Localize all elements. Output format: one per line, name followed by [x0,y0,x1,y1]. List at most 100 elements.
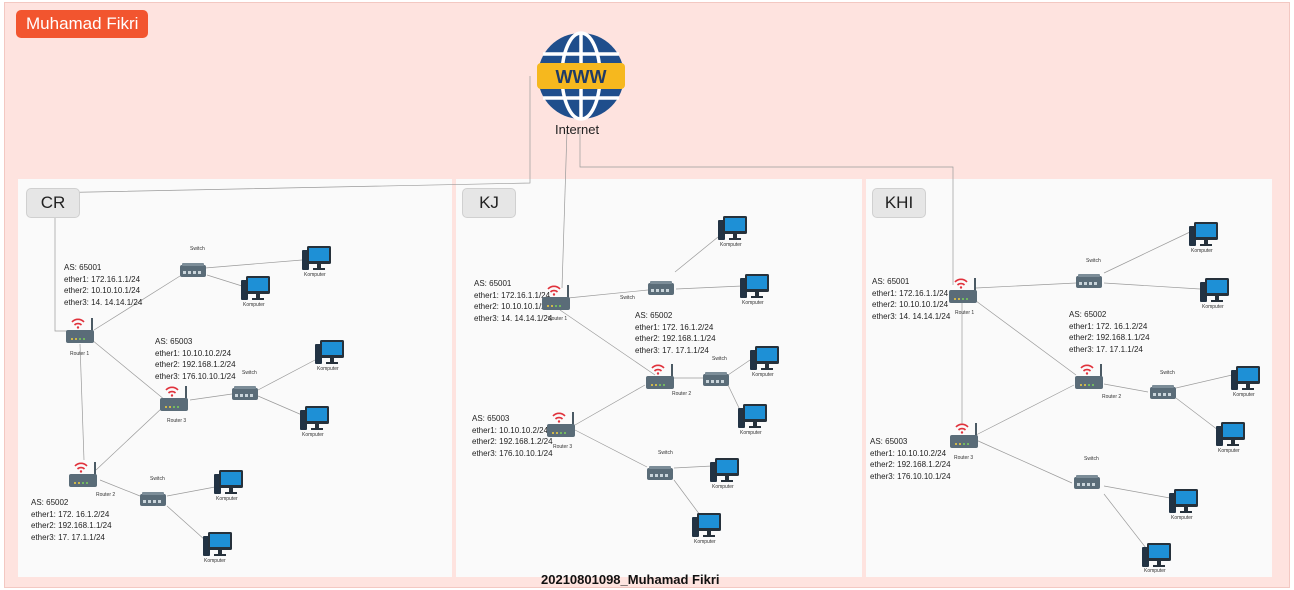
ether3: ether3: 176.10.10.1/24 [155,371,236,381]
kj-router2-icon [646,364,674,389]
kj-pc6-icon [692,513,721,537]
cr-switch1-label: Switch [190,246,205,252]
ether1: ether1: 172. 16.1.2/24 [635,322,714,332]
khi-pc2-label: Komputer [1202,304,1224,310]
kj-pc4-label: Komputer [740,430,762,436]
as-number: AS: 65001 [64,263,102,272]
khi-router2-label: Router 2 [1102,394,1122,400]
cr-pc3-label: Komputer [317,366,339,372]
internet-label: Internet [555,122,600,137]
cr-router3-icon [160,386,188,411]
khi-pc2-icon [1200,278,1229,302]
khi-switch2-label: Switch [1160,370,1175,376]
khi-pc6-icon [1142,543,1171,567]
khi-pc1-icon [1189,222,1218,246]
khi-switch2-icon [1150,385,1176,399]
ether2: ether2: 192.168.1.2/24 [472,437,553,446]
khi-pc5-label: Komputer [1171,515,1193,521]
ether3: ether3: 17. 17.1.1/24 [31,532,105,542]
kj-router2-label: Router 2 [672,391,692,397]
cr-router3-label: Router 3 [167,418,187,424]
khi-router2-info: AS: 65002 ether1: 172. 16.1.2/24 ether2:… [1069,309,1150,355]
khi-switch3-icon [1074,475,1100,489]
ether2: ether2: 10.10.10.1/24 [474,302,551,311]
ether2: ether2: 192.168.1.1/24 [635,334,716,343]
kj-pc1-label: Komputer [720,242,742,248]
cr-pc2-label: Komputer [243,302,265,308]
ether2: ether2: 10.10.10.1/24 [872,300,949,309]
kj-router3-info: AS: 65003 ether1: 10.10.10.2/24 ether2: … [472,413,553,459]
khi-pc3-icon [1231,366,1260,390]
panel-label-khi: KHI [872,188,926,218]
ether1: ether1: 172. 16.1.2/24 [1069,321,1148,331]
kj-switch1-icon [648,281,674,295]
khi-router2-icon [1075,364,1103,389]
svg-text:WWW: WWW [556,67,607,87]
ether3: ether3: 14. 14.14.1/24 [64,297,143,307]
khi-router1-info: AS: 65001 ether1: 172.16.1.1/24 ether2: … [872,276,950,322]
kj-switch3-icon [647,466,673,480]
khi-pc3-label: Komputer [1233,392,1255,398]
panel-cr [18,179,452,577]
kj-switch3-label: Switch [658,450,673,456]
as-number: AS: 65001 [872,277,910,286]
khi-switch1-icon [1076,274,1102,288]
cr-switch2-icon [232,386,258,400]
ether1: ether1: 10.10.10.2/24 [155,348,232,358]
cr-pc5-label: Komputer [216,496,238,502]
cr-router2-icon [69,462,97,487]
kj-pc3-label: Komputer [752,372,774,378]
khi-router3-icon [950,423,978,448]
ether2: ether2: 192.168.1.1/24 [1069,333,1150,342]
ether3: ether3: 176.10.10.1/24 [870,471,951,481]
panel-label-kj: KJ [462,188,516,218]
cr-pc4-icon [300,406,329,430]
cr-pc1-icon [302,246,331,270]
khi-pc5-icon [1169,489,1198,513]
cr-router3-info: AS: 65003 ether1: 10.10.10.2/24 ether2: … [155,336,236,382]
cr-pc6-label: Komputer [204,558,226,564]
ether1: ether1: 10.10.10.2/24 [870,448,947,458]
khi-switch1-label: Switch [1086,258,1101,264]
ether2: ether2: 192.168.1.2/24 [870,460,951,469]
ether1: ether1: 10.10.10.2/24 [472,425,549,435]
kj-pc2-icon [740,274,769,298]
ether2: ether2: 10.10.10.1/24 [64,286,141,295]
cr-pc4-label: Komputer [302,432,324,438]
khi-pc6-label: Komputer [1144,568,1166,574]
kj-pc4-icon [738,404,767,428]
khi-pc1-label: Komputer [1191,248,1213,254]
footer-caption: 20210801098_Muhamad Fikri [541,572,720,587]
ether3: ether3: 14. 14.14.1/24 [872,311,951,321]
cr-switch3-icon [140,492,166,506]
author-title-badge: Muhamad Fikri [16,10,149,38]
as-number: AS: 65002 [635,311,673,320]
ether2: ether2: 192.168.1.1/24 [31,521,112,530]
cr-pc3-icon [315,340,344,364]
kj-router2-info: AS: 65002 ether1: 172. 16.1.2/24 ether2:… [635,310,716,356]
ether1: ether1: 172.16.1.1/24 [872,288,949,298]
kj-router3-label: Router 3 [553,444,573,450]
kj-router1-icon [542,285,570,310]
cr-router1-label: Router 1 [70,351,90,357]
kj-router3-icon [547,412,575,437]
kj-switch2-label: Switch [712,356,727,362]
as-number: AS: 65002 [1069,310,1107,319]
ether1: ether1: 172. 16.1.2/24 [31,509,110,519]
ether1: ether1: 172.16.1.1/24 [64,274,141,284]
as-number: AS: 65002 [31,498,69,507]
ether3: ether3: 14. 14.14.1/24 [474,313,553,323]
ether3: ether3: 176.10.10.1/24 [472,448,553,458]
cr-pc5-icon [214,470,243,494]
as-number: AS: 65003 [870,437,908,446]
ether3: ether3: 17. 17.1.1/24 [1069,344,1143,354]
as-number: AS: 65003 [155,337,193,346]
kj-switch1-label: Switch [620,295,635,301]
kj-pc1-icon [718,216,747,240]
khi-pc4-icon [1216,422,1245,446]
kj-pc6-label: Komputer [694,539,716,545]
cr-switch2-label: Switch [242,370,257,376]
kj-pc5-label: Komputer [712,484,734,490]
khi-router1-label: Router 1 [955,310,975,316]
